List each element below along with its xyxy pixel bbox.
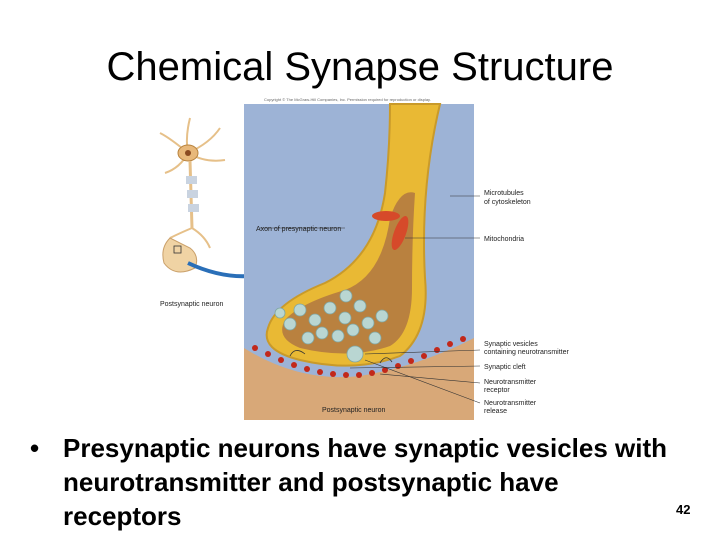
bullet-text: Presynaptic neurons have synaptic vesicl… — [63, 431, 673, 533]
slide-title: Chemical Synapse Structure — [0, 42, 720, 92]
synapse-figure: Axon of presynaptic neuron Postsynaptic … — [150, 98, 580, 420]
bullet-marker: • — [30, 431, 39, 465]
label-microtubules: Microtubules — [484, 190, 524, 197]
label-synaptic-vesicles: Synaptic vesicles — [484, 341, 538, 348]
label-release: Neurotransmitter — [484, 400, 537, 407]
label-synaptic-vesicles-2: containing neurotransmitter — [484, 349, 569, 356]
label-release-2: release — [484, 408, 507, 415]
label-receptor: Neurotransmitter — [484, 379, 537, 386]
label-synaptic-cleft: Synaptic cleft — [484, 364, 526, 371]
label-receptor-2: receptor — [484, 387, 510, 394]
label-postsynaptic-neuron-bottom: Postsynaptic neuron — [322, 407, 386, 414]
label-postsynaptic-neuron-left: Postsynaptic neuron — [160, 301, 224, 308]
synapse-illustration: Axon of presynaptic neuron Postsynaptic … — [150, 98, 580, 420]
figure-copyright: Copyright © The McGraw-Hill Companies, I… — [264, 97, 504, 102]
page-number: 42 — [676, 502, 690, 517]
label-axon: Axon of presynaptic neuron — [256, 226, 341, 233]
label-mitochondria: Mitochondria — [484, 236, 524, 243]
label-microtubules-2: of cytoskeleton — [484, 199, 531, 206]
